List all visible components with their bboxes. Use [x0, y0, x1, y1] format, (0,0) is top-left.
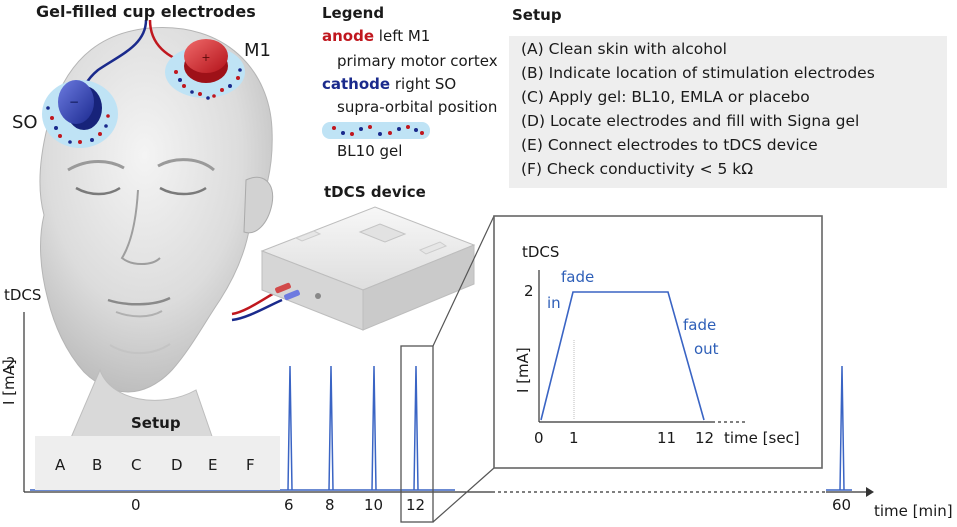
- pulse-8: [328, 365, 334, 491]
- main-x-tick-8: 8: [325, 496, 335, 514]
- svg-text:+: +: [201, 51, 210, 64]
- main-x-tick-0: 0: [131, 496, 141, 514]
- setup-letter-d: D: [171, 456, 183, 474]
- cathode-rest: right SO: [390, 75, 457, 93]
- cathode-wire-device: [231, 298, 283, 322]
- setup-step-e: (E) Connect electrodes to tDCS device: [521, 136, 818, 154]
- main-x-axis-label: time [min]: [874, 502, 953, 520]
- main-x-tick-10: 10: [364, 496, 384, 514]
- legend-cathode: cathode right SO: [322, 75, 456, 93]
- tdcs-device: [260, 206, 476, 331]
- inset-y-axis-label: I [mA]: [514, 347, 532, 393]
- gel-label: BL10 gel: [337, 142, 403, 160]
- fade-in-label-2: in: [547, 294, 561, 312]
- setup-step-a: (A) Clean skin with alcohol: [521, 40, 727, 58]
- pulse-60: [839, 365, 845, 491]
- main-y-tick: 2: [6, 354, 16, 372]
- anode-electrode: +: [165, 39, 245, 100]
- head-title: Gel-filled cup electrodes: [36, 2, 256, 21]
- anode-word: anode: [322, 27, 375, 45]
- inset-trace: [540, 291, 705, 421]
- inset-x-tick-1: 1: [569, 429, 579, 447]
- pulse-12: [413, 365, 419, 491]
- setup-panel: (A) Clean skin with alcohol (B) Indicate…: [509, 36, 947, 188]
- cathode-word: cathode: [322, 75, 391, 93]
- inset-x-tick-0: 0: [534, 429, 544, 447]
- main-y-title: tDCS: [4, 286, 42, 304]
- setup-step-f: (F) Check conductivity < 5 kΩ: [521, 160, 754, 178]
- anode-rest: left M1: [374, 27, 431, 45]
- inset-y-title: tDCS: [522, 243, 560, 261]
- legend-title: Legend: [322, 4, 385, 22]
- so-label: SO: [12, 112, 38, 133]
- device-title: tDCS device: [324, 183, 426, 201]
- setup-letter-b: B: [92, 456, 103, 474]
- inset-x-tick-12: 12: [695, 429, 715, 447]
- main-x-tick-60: 60: [832, 496, 852, 514]
- inset-y-tick: 2: [524, 282, 534, 300]
- main-plot: [23, 215, 874, 523]
- setup-letter-a: A: [55, 456, 66, 474]
- setup-letter-f: F: [246, 456, 255, 474]
- anode-wire-device: [231, 290, 277, 316]
- setup-panel-title: Setup: [512, 6, 562, 24]
- inset-plot: [493, 215, 823, 469]
- setup-step-b: (B) Indicate location of stimulation ele…: [521, 64, 875, 82]
- m1-label: M1: [244, 40, 271, 61]
- main-x-tick-6: 6: [284, 496, 294, 514]
- gel-swatch: [322, 122, 430, 139]
- fade-out-label-1: fade: [683, 316, 717, 334]
- inset-x-tick-11: 11: [657, 429, 677, 447]
- setup-step-d: (D) Locate electrodes and fill with Sign…: [521, 112, 860, 130]
- inset-x-axis-label: time [sec]: [724, 429, 800, 447]
- setup-step-c: (C) Apply gel: BL10, EMLA or placebo: [521, 88, 810, 106]
- pulse-6: [287, 365, 293, 491]
- pulse-10: [371, 365, 377, 491]
- fade-in-label-1: fade: [561, 268, 595, 286]
- fade-out-label-2: out: [694, 340, 719, 358]
- setup-box-title: Setup: [131, 414, 181, 432]
- setup-letter-e: E: [208, 456, 218, 474]
- cathode-electrode: −: [42, 80, 118, 148]
- setup-box: [35, 436, 280, 490]
- main-x-tick-12: 12: [406, 496, 426, 514]
- legend-anode: anode left M1: [322, 27, 430, 45]
- zoom-box: [400, 345, 434, 523]
- svg-text:−: −: [69, 95, 79, 109]
- anode-desc: primary motor cortex: [337, 52, 498, 70]
- setup-letter-c: C: [131, 456, 142, 474]
- cathode-desc: supra-orbital position: [337, 98, 498, 116]
